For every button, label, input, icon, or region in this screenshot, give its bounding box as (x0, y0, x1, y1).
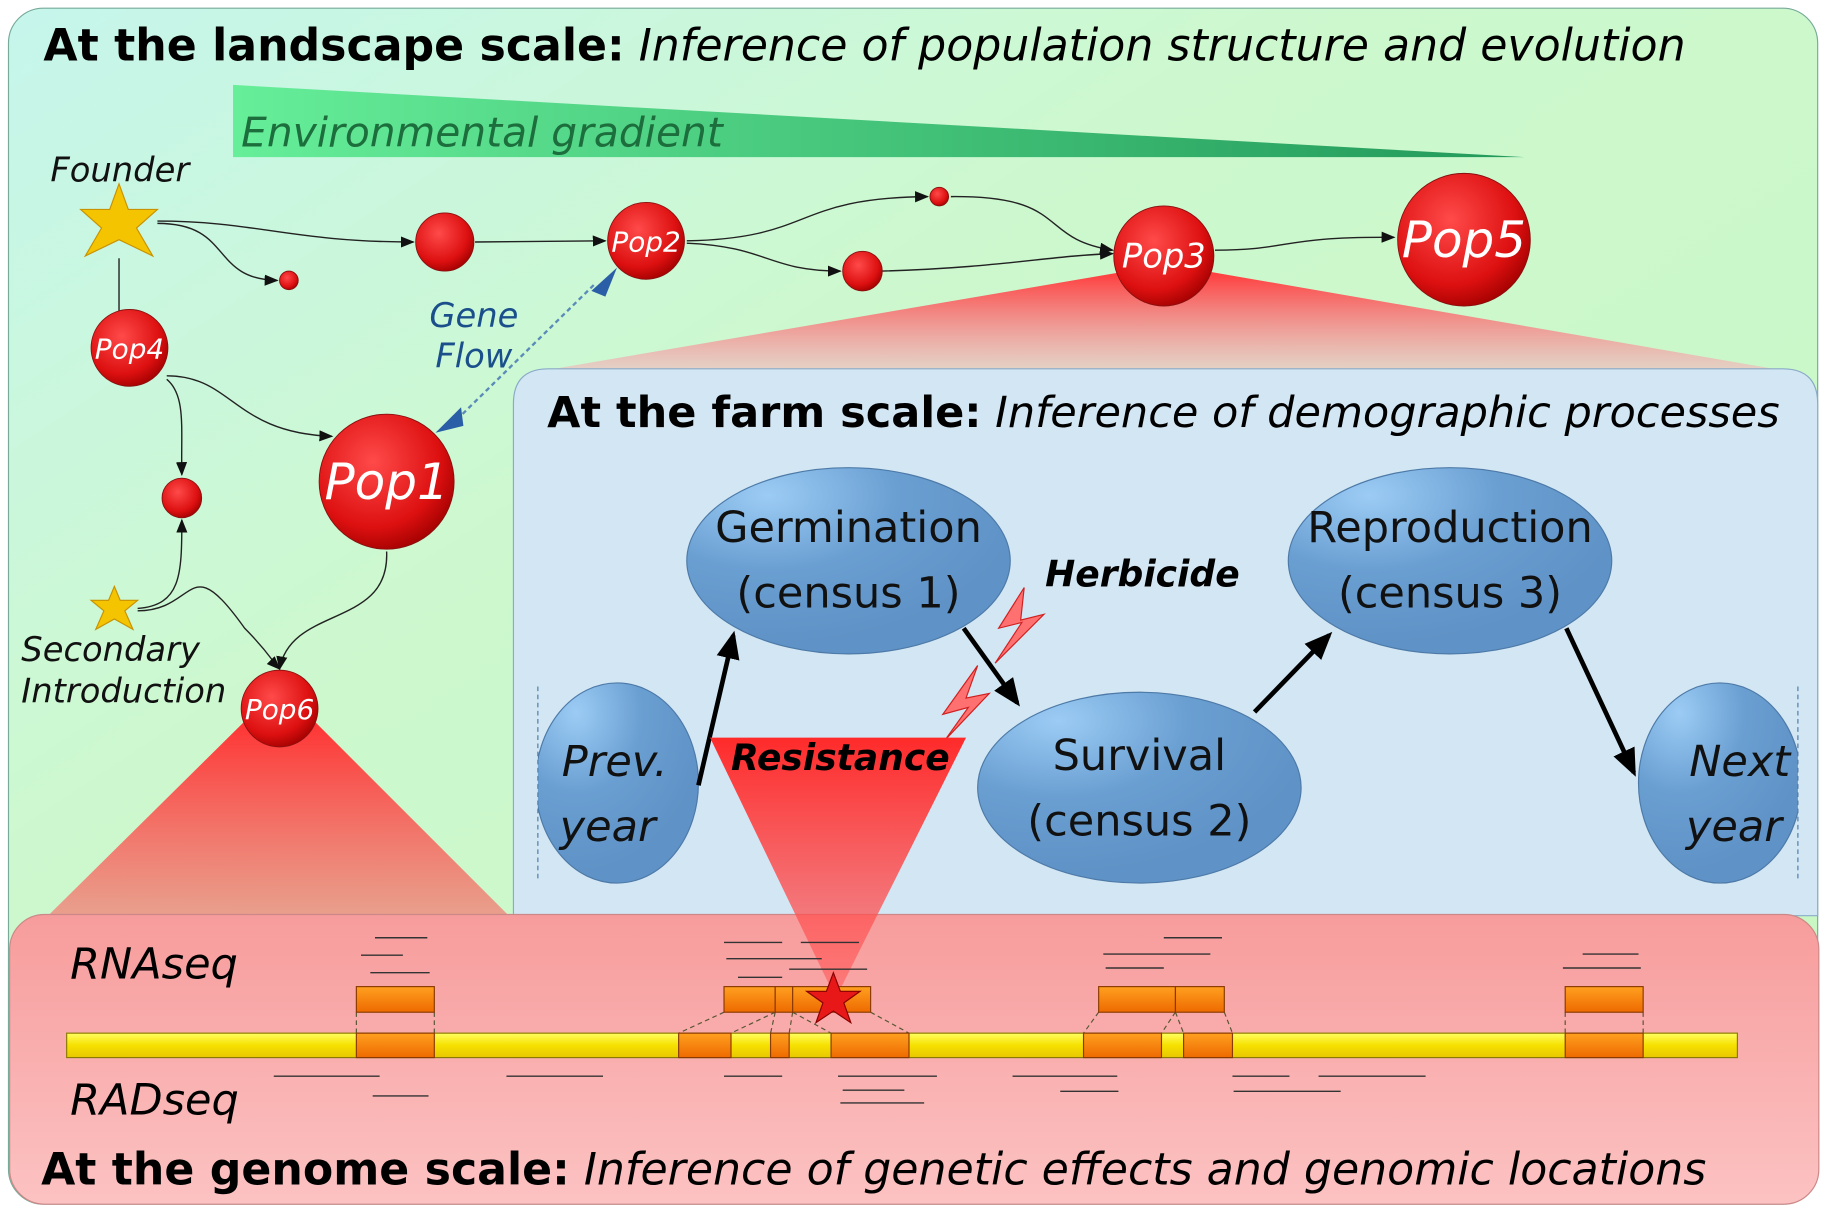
resistance-label: Resistance (731, 737, 950, 779)
population-edges (113, 191, 1396, 671)
rnaseq-reads (361, 937, 1641, 979)
survival-node: Survival (census 2) (977, 691, 1302, 884)
svg-text:year: year (558, 802, 658, 852)
pop2-label: Pop2 (611, 225, 680, 258)
pop5-node (1397, 172, 1531, 307)
exon-connectors (355, 1011, 1644, 1034)
svg-text:Survival: Survival (1053, 731, 1227, 781)
secondary-introduction-label-2: Introduction (21, 672, 226, 711)
unnamed-population (929, 186, 950, 207)
svg-text:(census 3): (census 3) (1338, 568, 1562, 618)
pop4-label: Pop4 (95, 332, 164, 365)
pop3-label: Pop3 (1122, 237, 1206, 276)
pop1-label: Pop1 (324, 453, 448, 511)
pop3-node (1113, 205, 1215, 307)
pop6-zoom-funnel (44, 715, 513, 920)
radseq-label: RADseq (70, 1076, 239, 1126)
resistance-funnel (710, 737, 967, 999)
svg-text:Reproduction: Reproduction (1307, 503, 1593, 553)
pop6-label: Pop6 (245, 693, 314, 726)
svg-text:year: year (1684, 802, 1784, 852)
pop2-node (607, 201, 685, 280)
svg-text:Germination: Germination (715, 503, 982, 553)
transcript-exons (355, 986, 1644, 1013)
reproduction-node: Reproduction (census 3) (1287, 467, 1613, 655)
genome-title: At the genome scale: Inference of geneti… (41, 1144, 1706, 1195)
svg-text:Next: Next (1689, 737, 1792, 787)
rnaseq-label: RNAseq (70, 939, 238, 989)
farm-title: At the farm scale: Inference of demograp… (547, 388, 1779, 438)
svg-text:Prev.: Prev. (562, 737, 668, 787)
svg-text:(census 1): (census 1) (736, 568, 960, 618)
pop6-node (240, 669, 319, 748)
unnamed-population (279, 270, 299, 291)
pop3-zoom-funnel (547, 269, 1781, 370)
genome-panel (9, 913, 1820, 1205)
gene-flow-label: Gene (429, 296, 518, 335)
founder-label: Founder (50, 150, 191, 189)
environmental-gradient-label: Environmental gradient (241, 109, 725, 157)
radseq-reads (273, 1075, 1426, 1104)
secondary-introduction-star-icon (89, 584, 140, 631)
unnamed-population (842, 250, 883, 292)
next-year-node: Next year (1637, 682, 1799, 884)
germination-node: Germination (census 1) (686, 467, 1011, 655)
gene-flow-label-2: Flow (435, 337, 512, 376)
pop1-node (318, 413, 455, 550)
genomic-exons (355, 1032, 1644, 1059)
environmental-gradient-wedge (233, 84, 1525, 158)
population-nodes (90, 172, 1531, 748)
unnamed-population (161, 477, 203, 519)
pop5-label: Pop5 (1402, 211, 1526, 269)
secondary-introduction-label: Secondary (21, 630, 201, 669)
lifecycle-arrows (696, 626, 1636, 786)
unnamed-population (415, 212, 475, 272)
svg-text:(census 2): (census 2) (1027, 796, 1251, 846)
herbicide-label: Herbicide (1045, 553, 1240, 595)
prev-year-node: Prev. year (537, 682, 699, 884)
landscape-title: At the landscape scale: Inference of pop… (43, 21, 1685, 72)
lightning-bolt-icon (994, 587, 1046, 664)
founder-star-icon (79, 182, 159, 258)
pop4-node (90, 309, 169, 387)
resistance-locus-star-icon (804, 970, 862, 1025)
